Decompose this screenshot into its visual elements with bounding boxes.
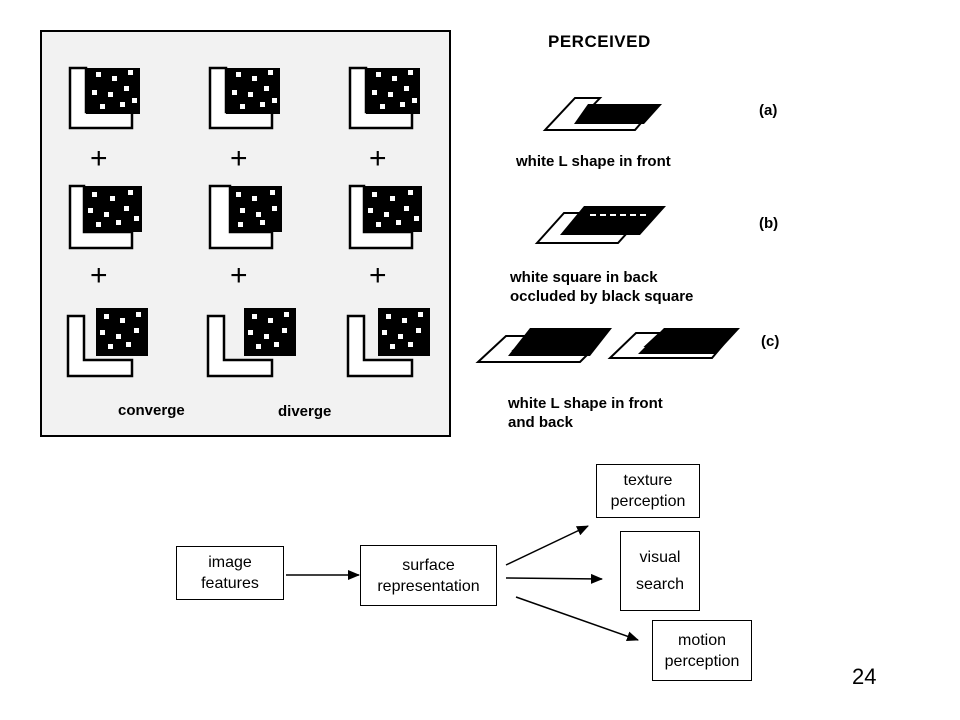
node-motion-perception-line2: perception [664,652,740,670]
plus-sign: + [230,142,248,175]
perceived-illustration-c-right [607,328,740,359]
plus-sign: + [90,142,108,175]
stereo-cell-r1c2 [208,66,280,130]
perceived-caption-b-line1: white square in back [510,269,658,286]
perceived-illustration-b [534,206,666,244]
plus-sign: + [230,259,248,292]
node-texture-perception-line2: perception [610,493,686,510]
stereo-cell-r1c1 [68,66,140,130]
perceived-illustration-a [542,97,662,131]
node-texture-perception-line1: texture [623,472,673,489]
label-diverge: diverge [278,403,332,420]
node-image-features: image features [176,546,284,600]
node-surface-representation-line2: representation [377,577,480,595]
node-texture-perception: texture perception [596,464,700,518]
node-image-features-line1: image [208,554,252,571]
perceived-title: PERCEIVED [548,32,651,51]
node-visual-search-line2: search [635,576,685,593]
stereo-cell-r2c1 [68,184,142,250]
arrow-surface-to-motion [515,596,639,642]
plus-sign: + [369,142,387,175]
plus-sign: + [369,259,387,292]
node-motion-perception-line1: motion [677,631,727,649]
perceived-caption-b: white square in back occluded by black s… [510,268,693,306]
node-surface-representation-line1: surface [402,556,455,574]
node-surface-representation: surface representation [360,545,497,606]
node-motion-perception: motion perception [652,620,752,681]
stereo-cell-r1c3 [348,66,420,130]
node-visual-search-line1: visual [639,549,681,566]
perceived-caption-c-line1: white L shape in front [508,395,663,412]
perceived-caption-a: white L shape in front [516,153,671,170]
label-converge: converge [118,402,185,419]
arrow-surface-to-texture [505,525,589,566]
page-number: 24 [852,664,877,689]
perceived-caption-c: white L shape in front and back [508,394,663,432]
plus-sign: + [90,259,108,292]
perceived-caption-c-line2: and back [508,414,574,431]
node-image-features-line2: features [201,575,259,592]
perceived-illustration-c-left [475,328,612,363]
perceived-caption-b-line2: occluded by black square [510,288,694,305]
perceived-tag-b: (b) [759,215,779,232]
arrow-surface-to-search [505,573,603,584]
stereo-cell-r2c2 [208,184,282,250]
perceived-tag-c: (c) [761,333,780,350]
perceived-tag-a: (a) [759,102,778,119]
random-dots [88,70,423,349]
node-visual-search: visual search [620,531,700,611]
